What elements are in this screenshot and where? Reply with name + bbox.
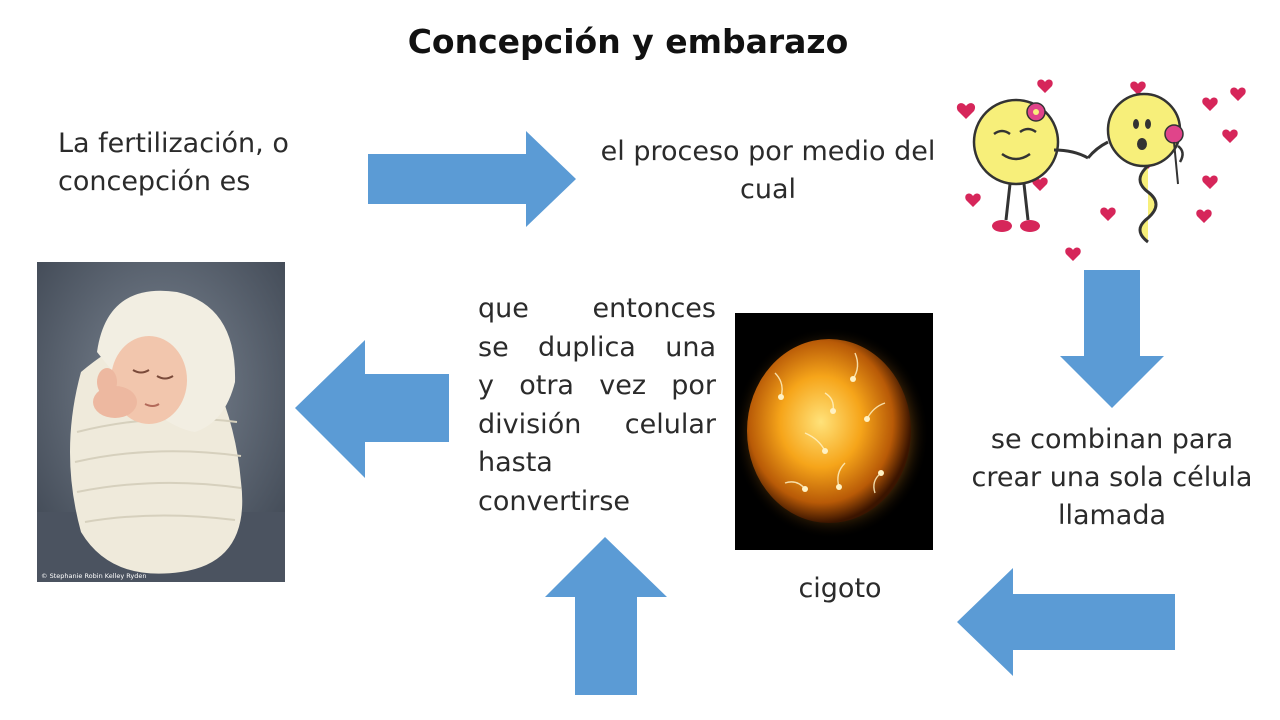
combine-text: se combinan para crear una sola célula l… — [971, 424, 1253, 531]
arrow-left-icon — [295, 340, 449, 478]
zygote-image — [735, 313, 933, 550]
page-title: Concepción y embarazo — [407, 22, 849, 61]
duplicate-text: que entonces se duplica una y otra vez p… — [478, 290, 716, 521]
arrow-right-icon — [368, 131, 576, 227]
duplicate-text-line: convertirse — [478, 485, 631, 517]
process-text: el proceso por medio del cual — [600, 136, 936, 205]
cartoon-couple-image — [948, 72, 1248, 264]
zygote-label: cigoto — [798, 573, 882, 604]
newborn-baby-image: © Stephanie Robin Kelley Ryden — [37, 262, 285, 582]
arrow-left-icon — [957, 568, 1175, 676]
arrow-down-icon — [1060, 270, 1164, 408]
duplicate-text-line: se duplica una — [478, 331, 716, 363]
photo-credit: © Stephanie Robin Kelley Ryden — [41, 572, 147, 580]
arrow-up-icon — [545, 537, 667, 695]
duplicate-text-line: hasta — [478, 447, 553, 478]
fertilization-text: La fertilización, o concepción es — [58, 128, 289, 197]
duplicate-text-line: división celular — [478, 408, 716, 440]
duplicate-text-line: y otra vez por — [478, 370, 716, 401]
duplicate-text-line: que entonces — [478, 293, 716, 324]
heart-icons — [956, 79, 1246, 261]
